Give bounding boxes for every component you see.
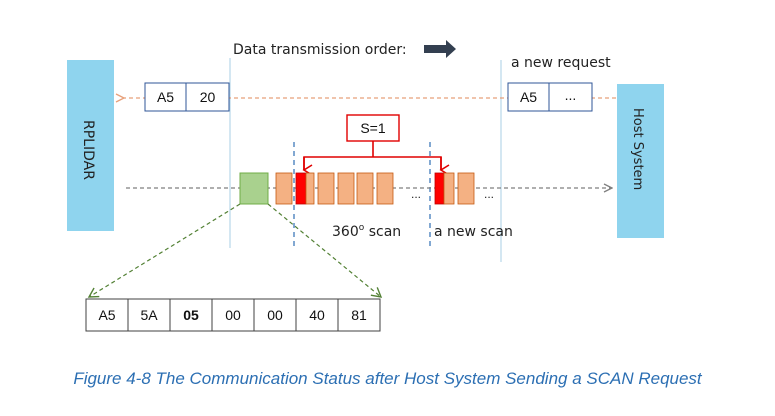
order-label: Data transmission order:	[233, 42, 407, 58]
sync-packet	[295, 172, 307, 205]
descriptor-cell-text: 00	[267, 307, 283, 323]
scan-label-degree: o	[359, 223, 365, 233]
descriptor-cell-text: 5A	[140, 307, 158, 323]
order-arrow-icon	[424, 40, 456, 58]
request-cell-text: ...	[565, 87, 577, 103]
sample-packet	[443, 172, 455, 205]
expand-arrow-left	[87, 203, 241, 298]
descriptor-cell	[85, 298, 129, 332]
response-header-packet	[239, 172, 269, 205]
s-flag-label: S=1	[360, 120, 386, 136]
sample-packet	[317, 172, 335, 205]
sync-packet	[434, 172, 445, 205]
s-flag-box	[346, 114, 400, 142]
descriptor-cell-text: 05	[183, 307, 199, 323]
scan-label: 360o scan	[332, 223, 401, 240]
response-cell-text: 20	[200, 89, 216, 105]
sample-packet	[275, 172, 293, 205]
new-scan-label: a new scan	[434, 224, 513, 240]
sample-packet	[337, 172, 355, 205]
descriptor-cell	[211, 298, 255, 332]
figure-caption: Figure 4-8 The Communication Status afte…	[73, 369, 702, 388]
host-system-device	[617, 84, 664, 238]
response-cell-text: A5	[157, 89, 174, 105]
request-cell	[507, 82, 550, 112]
scan-label-number: 360	[332, 224, 359, 240]
rplidar-label: RPLIDAR	[80, 120, 96, 180]
descriptor-cell	[127, 298, 171, 332]
request-cell-text: A5	[520, 89, 537, 105]
sample-packet	[356, 172, 374, 205]
new-request-label: a new request	[511, 55, 611, 71]
s-flag-bracket	[303, 156, 442, 170]
request-cell	[548, 82, 593, 112]
response-cell	[185, 82, 230, 112]
response-descriptor-detail: A5 5A 05 00 00 40 81	[85, 298, 381, 332]
rplidar-device	[67, 60, 114, 231]
descriptor-cell-text: 40	[309, 307, 325, 323]
sample-packet	[305, 172, 315, 205]
response-cell	[144, 82, 187, 112]
descriptor-cell-text: A5	[98, 307, 115, 323]
sample-packet	[376, 172, 394, 205]
ellipsis-2: ...	[484, 187, 494, 201]
sample-packets	[275, 172, 475, 205]
scan-label-suffix: scan	[364, 224, 401, 240]
host-system-label: Host System	[630, 108, 645, 190]
expand-arrow-right	[267, 203, 383, 298]
descriptor-cell	[337, 298, 381, 332]
ellipsis-1: ...	[411, 187, 421, 201]
descriptor-cell	[253, 298, 297, 332]
descriptor-cell-text: 81	[351, 307, 367, 323]
sample-packet	[457, 172, 475, 205]
descriptor-cell-text: 00	[225, 307, 241, 323]
